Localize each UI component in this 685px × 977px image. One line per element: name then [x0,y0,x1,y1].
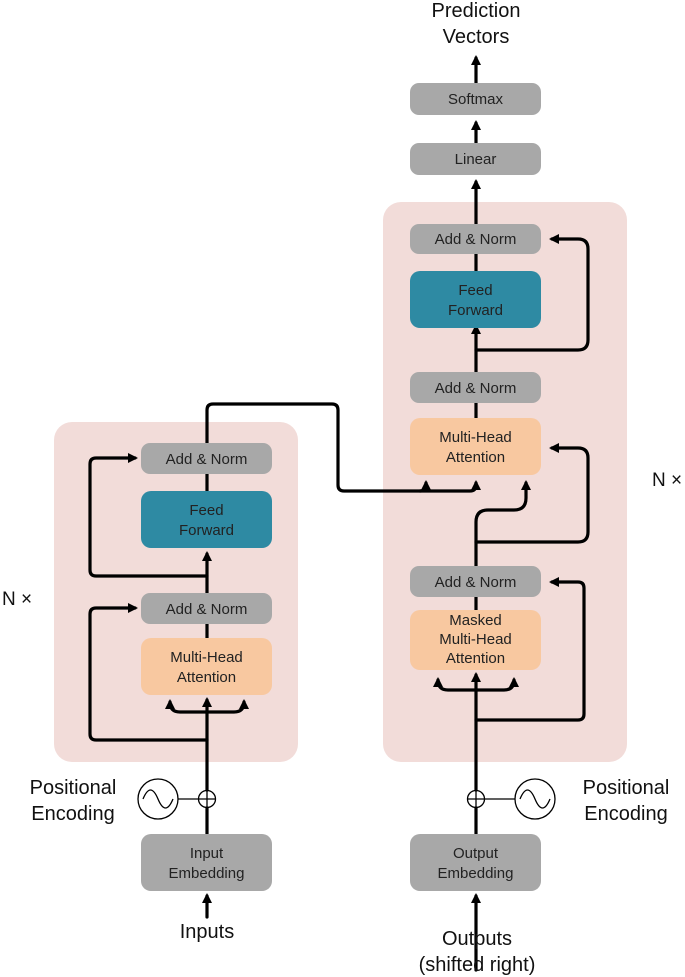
decoder-add-norm-mid-label: Add & Norm [435,380,517,397]
decoder-add-norm-bottom: Add & Norm [410,566,541,597]
prediction-vectors-line2: Vectors [443,26,510,48]
decoder-cross-attention-line1: Multi-Head [439,429,512,446]
decoder-feed-forward-line2: Forward [448,302,503,319]
linear-layer: Linear [410,143,541,175]
decoder-masked-attention-line1: Masked [449,612,502,629]
encoder-add-positional-icon [197,789,217,809]
input-embedding-line1: Input [190,845,224,862]
decoder-cross-attention: Multi-Head Attention [410,418,541,475]
decoder-add-norm-mid: Add & Norm [410,372,541,403]
encoder-add-norm-bottom-label: Add & Norm [166,601,248,618]
decoder-positional-line1: Positional [583,777,670,799]
decoder-masked-attention: Masked Multi-Head Attention [410,610,541,670]
encoder-add-norm-top: Add & Norm [141,443,272,474]
encoder-multi-head-attention: Multi-Head Attention [141,638,272,695]
decoder-wires [433,55,590,972]
inputs-label: Inputs [180,921,234,943]
encoder-repeat-label: N × [2,589,32,610]
encoder-attention-line2: Attention [177,669,236,686]
output-embedding: Output Embedding [410,834,541,891]
encoder-add-norm-bottom: Add & Norm [141,593,272,624]
decoder-cross-attention-line2: Attention [446,449,505,466]
decoder-sine-wave-icon [514,778,556,820]
encoder-positional-line1: Positional [30,777,117,799]
softmax-layer: Softmax [410,83,541,115]
decoder-add-norm-top-label: Add & Norm [435,231,517,248]
encoder-positional-line2: Encoding [31,803,114,825]
decoder-add-positional-icon [466,789,486,809]
output-embedding-line2: Embedding [438,865,514,882]
outputs-label-line2: (shifted right) [419,954,536,976]
linear-label: Linear [455,151,497,168]
output-embedding-line1: Output [453,845,499,862]
encoder-add-norm-top-label: Add & Norm [166,451,248,468]
prediction-vectors-line1: Prediction [432,0,521,22]
decoder-positional-line2: Encoding [584,803,667,825]
encoder-wires [88,402,481,919]
encoder-attention-line1: Multi-Head [170,649,243,666]
encoder-feed-forward-line2: Forward [179,522,234,539]
input-embedding: Input Embedding [141,834,272,891]
decoder-masked-attention-line3: Attention [446,650,505,667]
decoder-add-norm-top: Add & Norm [410,224,541,254]
decoder-masked-attention-line2: Multi-Head [439,631,512,648]
decoder-add-norm-bottom-label: Add & Norm [435,574,517,591]
encoder-feed-forward-line1: Feed [189,502,223,519]
decoder-repeat-label: N × [652,470,682,491]
encoder-feed-forward: Feed Forward [141,491,272,548]
decoder-feed-forward: Feed Forward [410,271,541,328]
softmax-label: Softmax [448,91,504,108]
input-embedding-line2: Embedding [169,865,245,882]
encoder-sine-wave-icon [137,778,179,820]
outputs-label-line1: Outputs [442,928,512,950]
decoder-feed-forward-line1: Feed [458,282,492,299]
